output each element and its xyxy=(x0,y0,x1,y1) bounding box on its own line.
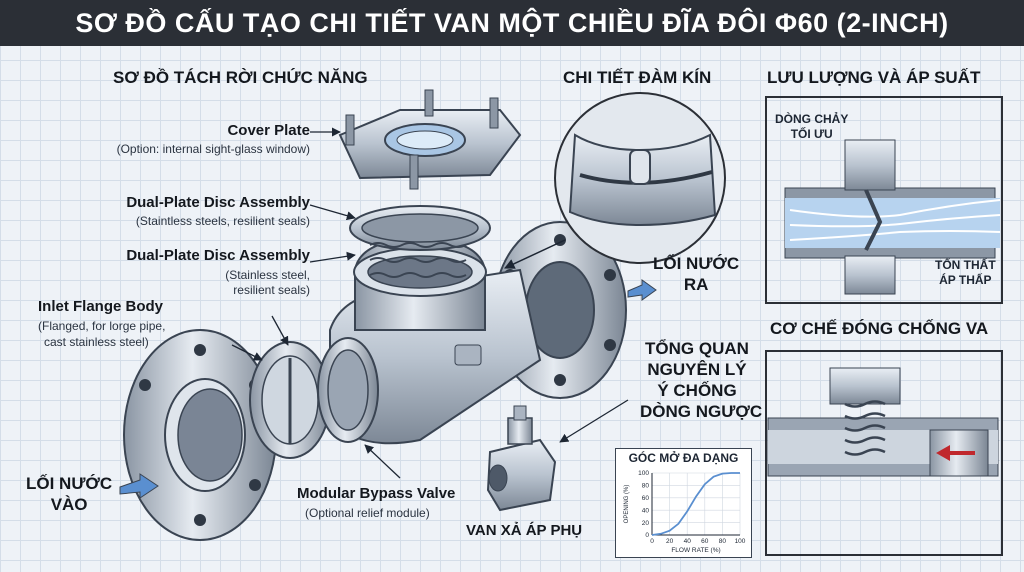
inlet-label-line-1: LỐI NƯỚC xyxy=(26,474,113,493)
callout-disc-assembly-2-note-1: (Stainless steel, xyxy=(225,268,310,282)
overview-label-line-3: Ý CHỐNG xyxy=(657,381,737,400)
low-loss-line-1: TỔN THẤT xyxy=(935,258,996,272)
outlet-label: LỐI NƯỚC RA xyxy=(653,253,739,295)
callout-inlet-body: Inlet Flange Body xyxy=(38,298,164,315)
callout-disc-assembly-2-note-2: resilient seals) xyxy=(233,283,310,297)
chart-y-tick-label: 0 xyxy=(645,532,649,539)
chart-y-tick-label: 20 xyxy=(642,520,650,527)
callout-bypass-note: (Optional relief module) xyxy=(305,506,430,520)
flow-panel xyxy=(765,96,1003,304)
section-seal: CHI TIẾT ĐÀM KÍN xyxy=(563,68,712,87)
overview-label-line-2: NGUYÊN LÝ xyxy=(647,360,747,379)
cover-plate xyxy=(338,89,522,190)
callout-inlet-body-note-2: cast stainless steel) xyxy=(44,335,149,349)
section-flow: LƯU LƯỢNG VÀ ÁP SUẤT xyxy=(767,68,981,87)
callout-disc-assembly-1-note: (Staintless steels, resilient seals) xyxy=(135,214,310,228)
low-loss-label: TỔN THẤT ÁP THẤP xyxy=(935,258,996,288)
chart-x-tick-label: 40 xyxy=(684,538,692,545)
inlet-arrow xyxy=(119,473,159,499)
outlet-arrow xyxy=(627,279,657,301)
chart-x-tick-label: 80 xyxy=(719,538,727,545)
section-anti-slam: CƠ CHẾ ĐÓNG CHỐNG VA xyxy=(770,319,989,338)
low-loss-line-2: ÁP THẤP xyxy=(939,273,992,287)
anti-slam-panel xyxy=(765,350,1003,556)
chart-x-tick-label: 100 xyxy=(735,538,746,545)
inlet-label: LỐI NƯỚC VÀO xyxy=(26,473,112,515)
chart-title: GÓC MỞ ĐA DẠNG xyxy=(628,451,739,465)
relief-label: VAN XẢ ÁP PHỤ xyxy=(466,522,583,539)
inlet-flange xyxy=(123,329,277,541)
chart-x-tick-label: 60 xyxy=(701,538,709,545)
chart-x-axis-label: FLOW RATE (%) xyxy=(671,547,720,554)
overview-label-line-4: DÒNG NGƯỢC xyxy=(640,402,763,421)
chart-x-tick-label: 20 xyxy=(666,538,674,545)
dual-plate-disc xyxy=(249,337,379,459)
overview-label: TỔNG QUAN NGUYÊN LÝ Ý CHỐNG DÒNG NGƯỢC xyxy=(640,338,763,422)
chart-y-axis-label: OPENING (%) xyxy=(624,485,630,524)
relief-valve xyxy=(486,405,557,512)
flow-cutaway xyxy=(784,139,1001,295)
inlet-label-line-2: VÀO xyxy=(50,495,88,514)
callout-bypass: Modular Bypass Valve xyxy=(297,485,456,502)
seal-detail xyxy=(504,92,726,269)
optimal-flow-label: DÒNG CHẢY TỐI ƯU xyxy=(775,112,848,142)
spring-assembly xyxy=(349,205,491,278)
callout-cover-plate: Cover Plate xyxy=(227,122,310,139)
outlet-label-line-2: RA xyxy=(683,275,709,294)
outlet-label-line-1: LỐI NƯỚC xyxy=(653,254,740,273)
title-bar: SƠ ĐỒ CẤU TẠO CHI TIẾT VAN MỘT CHIỀU ĐĨA… xyxy=(0,0,1024,46)
page-title: SƠ ĐỒ CẤU TẠO CHI TIẾT VAN MỘT CHIỀU ĐĨA… xyxy=(75,8,949,38)
chart-y-tick-label: 40 xyxy=(642,507,650,514)
anti-slam-cutaway xyxy=(767,367,999,477)
callout-inlet-body-note-1: (Flanged, for lorge pipe, xyxy=(38,319,166,333)
chart-series-line xyxy=(651,472,740,536)
chart-y-tick-label: 100 xyxy=(638,470,649,477)
callout-disc-assembly-2: Dual-Plate Disc Assembly xyxy=(126,247,310,264)
chart-y-tick-label: 80 xyxy=(642,483,650,490)
chart-y-tick-label: 60 xyxy=(642,495,650,502)
callout-cover-plate-note: (Option: internal sight-glass window) xyxy=(116,142,310,156)
callout-disc-assembly-1: Dual-Plate Disc Assembly xyxy=(126,194,310,211)
section-exploded: SƠ ĐỒ TÁCH RỜI CHỨC NĂNG xyxy=(113,68,368,87)
chart-x-tick-label: 0 xyxy=(650,538,654,545)
leader-lines xyxy=(231,127,629,479)
optimal-flow-line-1: DÒNG CHẢY xyxy=(775,112,849,126)
overview-label-line-1: TỔNG QUAN xyxy=(645,339,749,358)
optimal-flow-line-2: TỐI ƯU xyxy=(790,127,833,141)
